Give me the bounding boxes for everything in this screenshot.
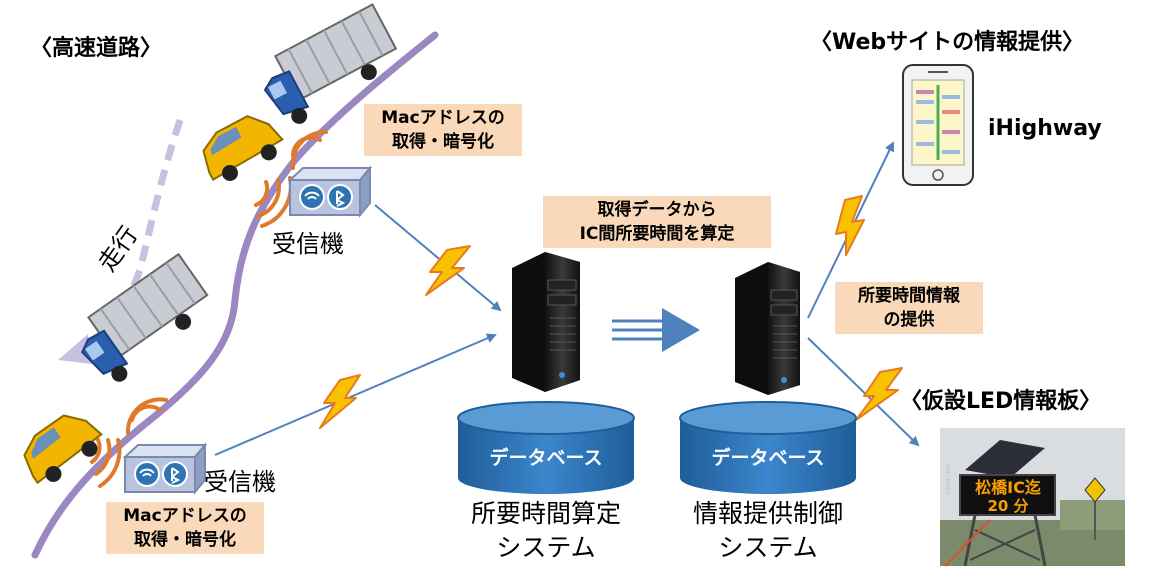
provide-line1: 所要時間情報 bbox=[858, 286, 960, 306]
provide-line2: の提供 bbox=[883, 310, 935, 330]
highway-road bbox=[31, 31, 439, 559]
flow-arrow bbox=[374, 204, 502, 312]
receiver-label-top: 受信機 bbox=[272, 230, 344, 258]
system-label-right: 情報提供制御 システム bbox=[668, 497, 868, 565]
signal-waves-icon bbox=[254, 129, 328, 228]
mac-address-label-top: Macアドレスの 取得・暗号化 bbox=[364, 104, 522, 156]
highway-heading: 〈高速道路〉 bbox=[30, 36, 163, 61]
database-icon: データベース bbox=[457, 401, 635, 494]
mac-bottom-line2: 取得・暗号化 bbox=[134, 530, 236, 550]
car-icon bbox=[202, 115, 284, 182]
system-right-line1: 情報提供制御 bbox=[692, 499, 843, 528]
server-icon bbox=[735, 262, 800, 395]
truck-icon bbox=[81, 252, 209, 382]
flow-arrow bbox=[214, 333, 497, 456]
mac-top-line2: 取得・暗号化 bbox=[392, 132, 494, 152]
mac-address-label-bottom: Macアドレスの 取得・暗号化 bbox=[106, 502, 264, 554]
car-icon bbox=[23, 414, 103, 485]
led-sign-photo: 松橋IC迄 20 分 SOLAR LEDs bbox=[940, 428, 1125, 567]
system-left-line1: 所要時間算定 bbox=[470, 499, 621, 528]
flow-arrow bbox=[807, 337, 920, 447]
receiver-device-icon bbox=[287, 165, 373, 218]
lightning-icon bbox=[319, 374, 361, 429]
lightning-icon bbox=[835, 195, 865, 256]
system-label-left: 所要時間算定 システム bbox=[446, 497, 646, 565]
solar-text: SOLAR LEDs bbox=[946, 464, 952, 495]
calc-label: 取得データから IC間所要時間を算定 bbox=[543, 196, 771, 248]
ihighway-label: iHighway bbox=[988, 116, 1102, 141]
lightning-icon bbox=[425, 245, 471, 296]
database-icon: データベース bbox=[679, 401, 857, 494]
database-label: データベース bbox=[711, 446, 824, 469]
calc-line2: IC間所要時間を算定 bbox=[579, 224, 735, 244]
receiver-device-icon bbox=[122, 442, 208, 495]
led-display-line1: 松橋IC迄 bbox=[975, 478, 1041, 497]
web-heading: 〈Webサイトの情報提供〉 bbox=[810, 30, 1085, 55]
smartphone-icon bbox=[902, 64, 974, 186]
provide-label: 所要時間情報 の提供 bbox=[835, 282, 983, 334]
system-left-line2: システム bbox=[496, 533, 596, 562]
lightning-icon bbox=[855, 367, 903, 421]
receiver-label-bottom: 受信機 bbox=[204, 468, 276, 496]
driving-arrow-head bbox=[58, 334, 92, 364]
mac-bottom-line1: Macアドレスの bbox=[123, 506, 247, 526]
led-display-line2: 20 分 bbox=[987, 497, 1028, 515]
server-icon bbox=[512, 252, 580, 392]
led-board-heading: 〈仮設LED情報板〉 bbox=[900, 389, 1102, 414]
truck-icon bbox=[263, 3, 398, 124]
system-right-line2: システム bbox=[718, 533, 818, 562]
mac-top-line1: Macアドレスの bbox=[381, 108, 505, 128]
transfer-arrow bbox=[612, 308, 700, 352]
signal-waves-icon bbox=[90, 397, 168, 488]
database-label: データベース bbox=[489, 446, 602, 469]
calc-line1: 取得データから bbox=[597, 200, 717, 220]
